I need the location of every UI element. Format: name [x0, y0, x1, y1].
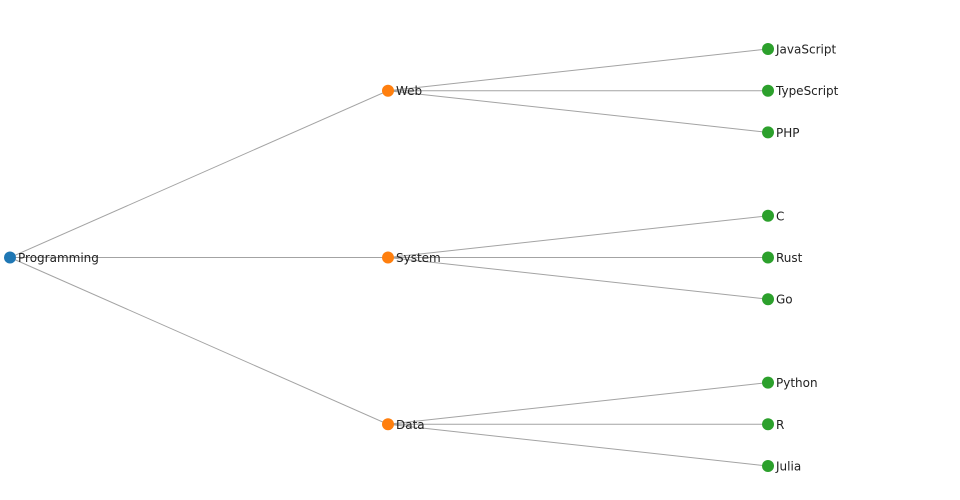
- node-data[interactable]: Data: [382, 418, 425, 432]
- link-system-c: [387, 215, 769, 258]
- node-python[interactable]: Python: [762, 376, 818, 390]
- node-label-programming: Programming: [18, 251, 99, 265]
- node-label-web: Web: [396, 84, 422, 98]
- node-label-go: Go: [776, 293, 793, 307]
- node-label-r: R: [776, 418, 784, 432]
- node-php[interactable]: PHP: [762, 126, 800, 140]
- node-javascript[interactable]: JavaScript: [762, 43, 836, 57]
- link-root-web: [9, 90, 389, 258]
- node-label-rust: Rust: [776, 251, 803, 265]
- link-web-php: [387, 90, 769, 133]
- link-root-data: [9, 257, 389, 425]
- node-julia[interactable]: Julia: [762, 460, 801, 474]
- node-marker-go[interactable]: [762, 293, 774, 306]
- node-label-c: C: [776, 209, 784, 223]
- link-data-julia: [387, 423, 769, 467]
- node-r[interactable]: R: [762, 418, 784, 432]
- node-label-javascript: JavaScript: [775, 43, 836, 57]
- node-web[interactable]: Web: [382, 84, 422, 98]
- node-marker-php[interactable]: [762, 126, 774, 139]
- node-rust[interactable]: Rust: [762, 251, 803, 265]
- node-programming[interactable]: Programming: [4, 251, 99, 265]
- node-label-julia: Julia: [775, 460, 801, 474]
- link-system-go: [387, 257, 769, 300]
- node-marker-python[interactable]: [762, 376, 774, 389]
- node-marker-c[interactable]: [762, 209, 774, 222]
- link-data-python: [387, 382, 769, 425]
- node-marker-julia[interactable]: [762, 460, 774, 472]
- node-label-data: Data: [396, 418, 425, 432]
- link-web-javascript: [387, 48, 769, 92]
- node-label-typescript: TypeScript: [775, 84, 839, 98]
- node-marker-rust[interactable]: [762, 251, 774, 264]
- node-marker-data[interactable]: [382, 418, 394, 431]
- node-typescript[interactable]: TypeScript: [762, 84, 839, 98]
- node-c[interactable]: C: [762, 209, 784, 223]
- node-marker-r[interactable]: [762, 418, 774, 431]
- node-marker-programming[interactable]: [4, 251, 16, 264]
- node-marker-web[interactable]: [382, 84, 394, 97]
- node-marker-typescript[interactable]: [762, 84, 774, 97]
- node-system[interactable]: System: [382, 251, 441, 265]
- node-label-php: PHP: [776, 126, 800, 140]
- links-layer: [9, 48, 769, 467]
- node-label-system: System: [396, 251, 441, 265]
- node-marker-javascript[interactable]: [762, 43, 774, 55]
- node-go[interactable]: Go: [762, 293, 793, 307]
- node-label-python: Python: [776, 376, 818, 390]
- node-marker-system[interactable]: [382, 251, 394, 264]
